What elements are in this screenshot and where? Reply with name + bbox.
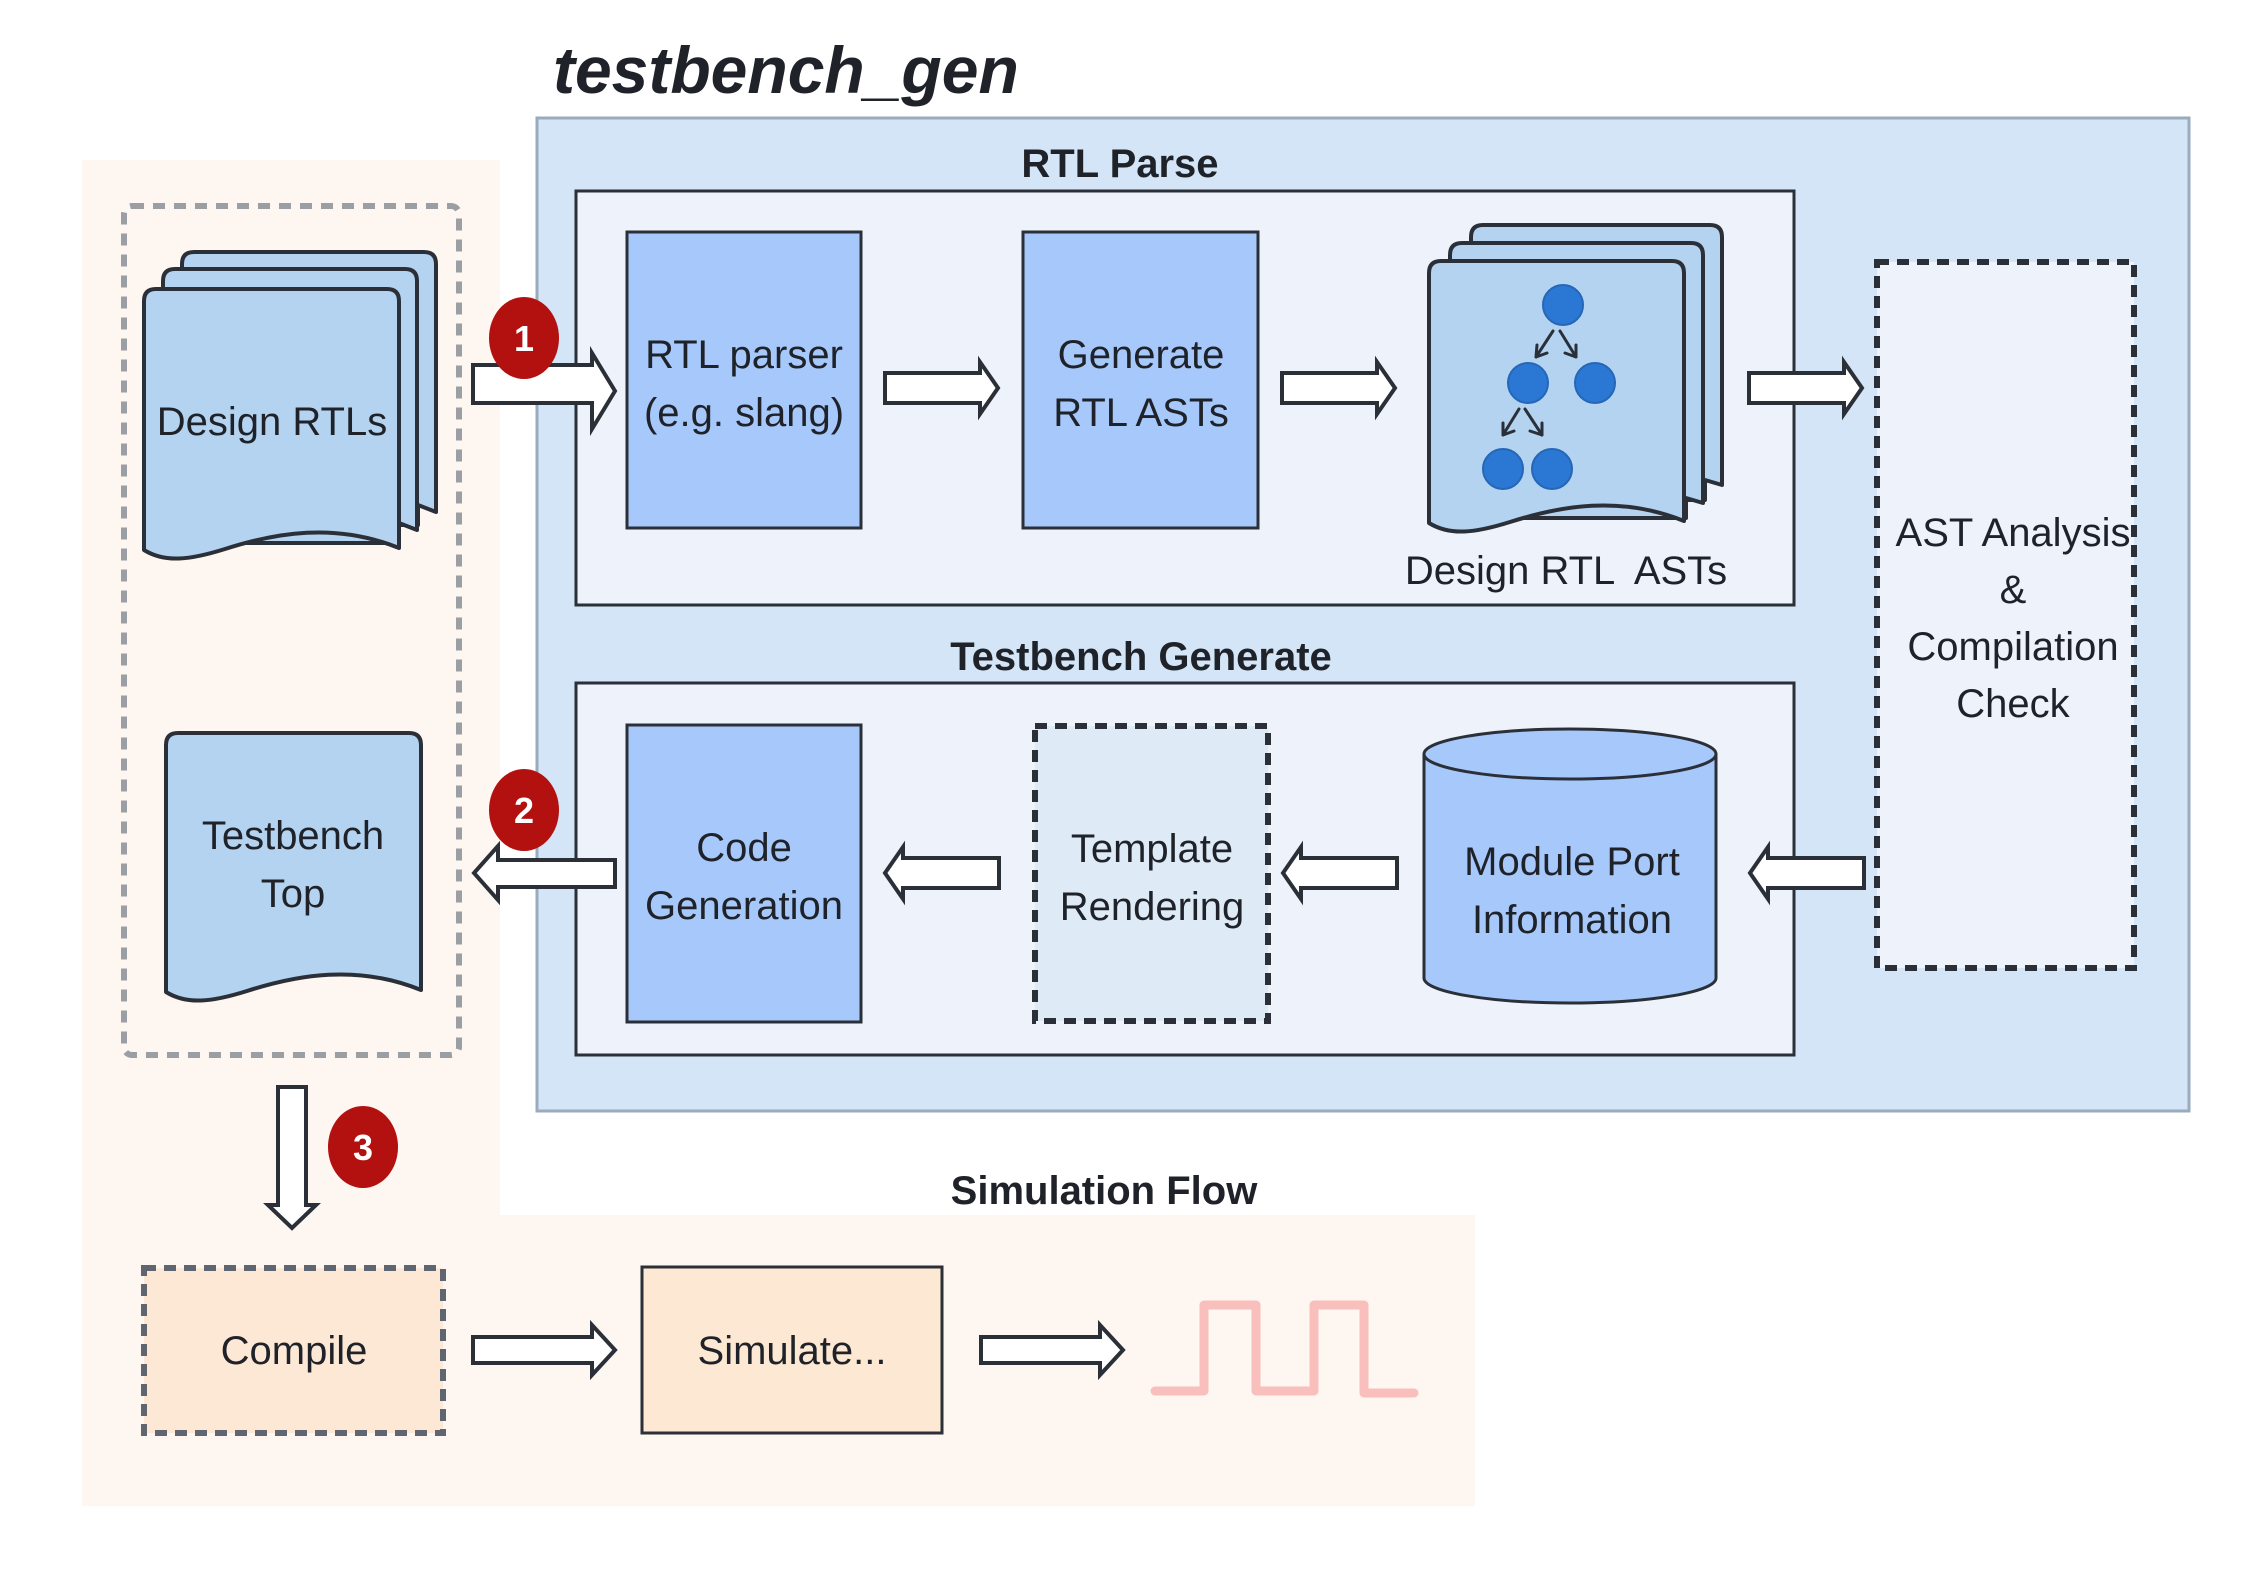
compile-box[interactable]: Compile (141, 1265, 446, 1436)
rtl-doc-sheet-front (142, 287, 401, 561)
tree-node-mid-right (1574, 362, 1616, 404)
design-rtls-document[interactable]: Design RTLs (142, 250, 438, 561)
step-marker-1: 1 (489, 297, 559, 379)
module-port-info-database[interactable]: Module Port Information (1422, 727, 1718, 1005)
design-rtls-label: Design RTLs (157, 400, 387, 444)
arrow-port-info-to-template (1280, 840, 1399, 906)
arrow-simulate-to-waveform (979, 1319, 1126, 1381)
ast-check-line3: Compilation (1907, 625, 2118, 669)
ast-tree-icon (1482, 284, 1616, 490)
simulation-flow-title: Simulation Flow (951, 1169, 1259, 1213)
ast-check-line2: & (2000, 568, 2027, 612)
template-line2: Rendering (1060, 885, 1245, 929)
compile-label: Compile (221, 1329, 368, 1373)
template-rendering-box[interactable]: Template Rendering (1032, 723, 1271, 1024)
testbench-top-line2: Top (261, 872, 326, 916)
testbench-generate-title: Testbench Generate (950, 635, 1332, 679)
step-marker-1-label: 1 (514, 318, 534, 359)
rtl-parse-title: RTL Parse (1021, 142, 1218, 186)
arrow-parser-to-generate (883, 355, 1001, 421)
simulate-box[interactable]: Simulate... (640, 1265, 944, 1435)
step-marker-3-label: 3 (353, 1127, 373, 1168)
generate-line1: Generate (1058, 333, 1225, 377)
arrow-compile-to-simulate (471, 1319, 618, 1381)
testbench-top-line1: Testbench (202, 814, 384, 858)
rtl-parser-line2: (e.g. slang) (644, 391, 844, 435)
arrow-code-gen-to-testbench-top (471, 840, 617, 906)
code-gen-line2: Generation (645, 884, 843, 928)
tree-node-leaf-right (1531, 448, 1573, 490)
code-gen-line1: Code (696, 826, 792, 870)
design-rtl-asts-label: Design RTL ASTs (1405, 549, 1727, 593)
port-info-line2: Information (1472, 898, 1672, 942)
rtl-parser-box[interactable]: RTL parser (e.g. slang) (625, 230, 863, 530)
arrow-files-to-compile (263, 1085, 321, 1231)
step-marker-2: 2 (489, 769, 559, 851)
rtl-parser-line1: RTL parser (645, 333, 843, 377)
tree-node-leaf-left (1482, 448, 1524, 490)
clock-waveform-icon (1150, 1300, 1419, 1398)
design-rtl-asts-document[interactable]: Design RTL ASTs (1405, 223, 1727, 593)
tree-node-mid-left (1507, 362, 1549, 404)
ast-check-line4: Check (1956, 682, 2070, 726)
code-generation-box[interactable]: Code Generation (625, 723, 863, 1024)
main-title: testbench_gen (553, 33, 1019, 107)
generate-rtl-asts-box[interactable]: Generate RTL ASTs (1021, 230, 1260, 530)
arrow-check-to-port-info (1747, 840, 1866, 906)
step-marker-2-label: 2 (514, 790, 534, 831)
tree-edge-arrows (1501, 329, 1578, 437)
template-line1: Template (1071, 827, 1233, 871)
simulate-label: Simulate... (698, 1329, 887, 1373)
arrow-asts-to-check (1747, 355, 1865, 421)
ast-check-line1: AST Analysis (1896, 511, 2131, 555)
generate-line2: RTL ASTs (1053, 391, 1229, 435)
step-marker-3: 3 (328, 1106, 398, 1188)
testbench-top-document[interactable]: Testbench Top (164, 731, 423, 1003)
arrow-template-to-code-gen (882, 840, 1001, 906)
ast-analysis-check-box[interactable]: AST Analysis & Compilation Check (1874, 259, 2137, 971)
arrow-generate-to-asts (1280, 355, 1398, 421)
tree-node-root (1542, 284, 1584, 326)
database-cap (1422, 727, 1718, 781)
port-info-line1: Module Port (1464, 840, 1680, 884)
